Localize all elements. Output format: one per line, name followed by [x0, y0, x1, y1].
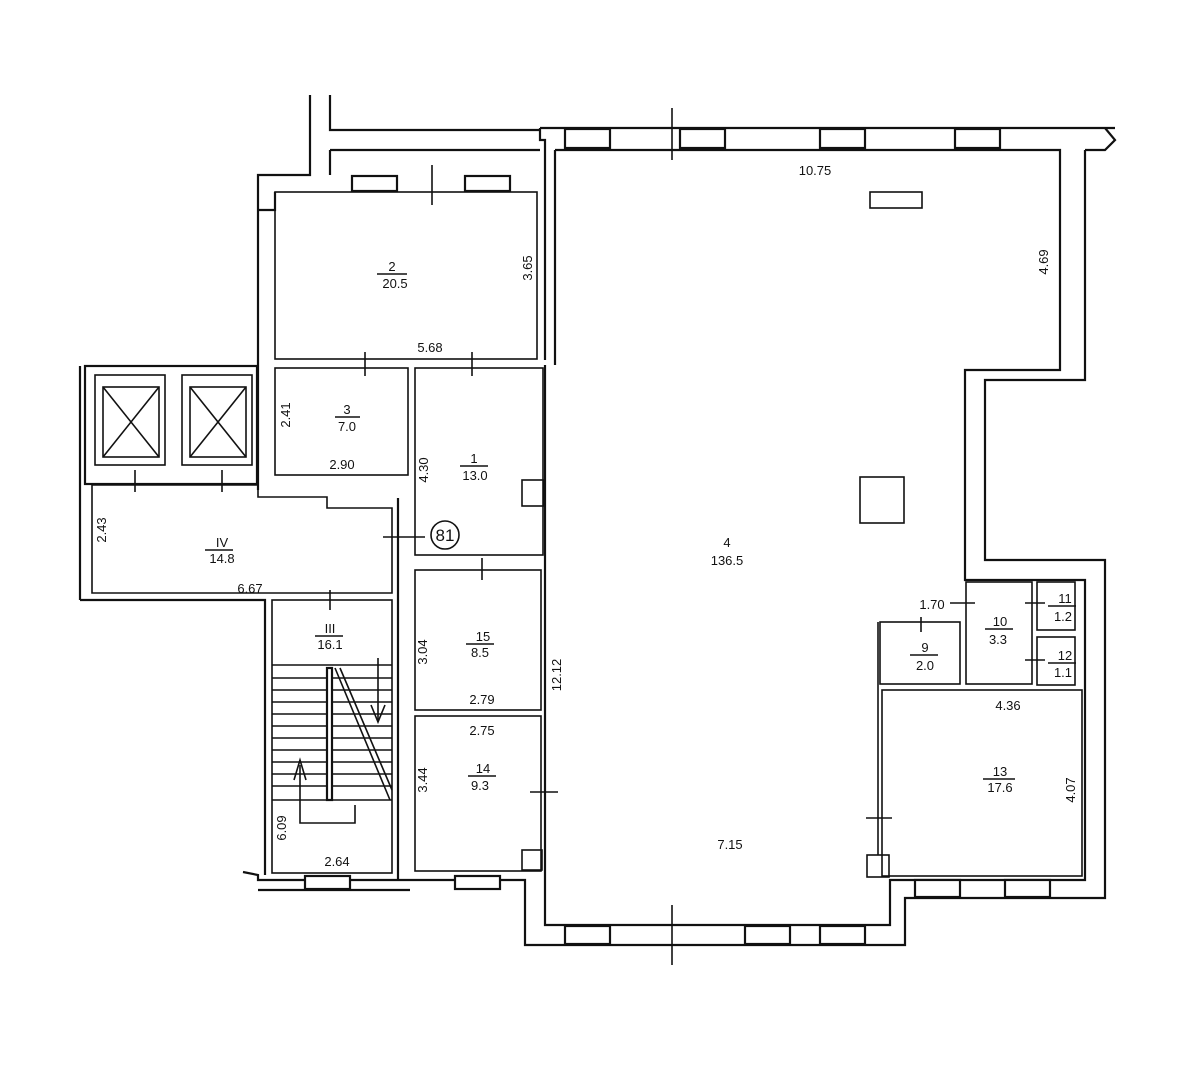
svg-text:5.68: 5.68	[417, 340, 442, 355]
svg-text:7.0: 7.0	[338, 419, 356, 434]
room-label-14: 149.3	[468, 761, 496, 793]
room-label-10: 103.3	[985, 614, 1013, 647]
svg-text:10: 10	[993, 614, 1007, 629]
room-label-9: 92.0	[910, 640, 938, 673]
room-label-3: 37.0	[335, 402, 360, 434]
windows	[303, 127, 1052, 946]
svg-text:1.1: 1.1	[1054, 665, 1072, 680]
svg-text:4: 4	[723, 535, 730, 550]
svg-text:9.3: 9.3	[471, 778, 489, 793]
column	[859, 476, 905, 524]
svg-text:4.07: 4.07	[1063, 777, 1078, 802]
elevator-block	[83, 364, 259, 486]
room-label-2: 220.5	[377, 259, 408, 291]
svg-text:3.3: 3.3	[989, 632, 1007, 647]
elevator-1	[94, 374, 166, 466]
room-label-11: 111.2	[1048, 591, 1076, 624]
svg-text:16.1: 16.1	[317, 637, 342, 652]
svg-text:9: 9	[921, 640, 928, 655]
arrow-down-icon	[370, 704, 386, 725]
arrow-up-icon	[293, 757, 307, 781]
staircase	[272, 658, 393, 824]
room-label-12: 121.1	[1048, 648, 1076, 680]
walls	[78, 95, 1117, 947]
svg-text:3.04: 3.04	[415, 639, 430, 664]
room-3	[274, 367, 409, 476]
svg-text:13.0: 13.0	[462, 468, 487, 483]
svg-text:4.30: 4.30	[416, 457, 431, 482]
room-12	[1036, 636, 1076, 686]
svg-text:6.09: 6.09	[274, 815, 289, 840]
svg-text:17.6: 17.6	[987, 780, 1012, 795]
svg-text:11: 11	[1058, 591, 1072, 606]
svg-text:4.69: 4.69	[1036, 249, 1051, 274]
svg-text:2.43: 2.43	[94, 517, 109, 542]
vent	[869, 191, 923, 209]
room-1	[414, 367, 544, 556]
svg-text:3: 3	[343, 402, 350, 417]
dimension-labels: 10.75 4.69 3.65 5.68 2.41 2.90 4.30 2.43…	[94, 163, 1078, 869]
room-label-4: 4 136.5	[711, 535, 744, 568]
svg-text:10.75: 10.75	[799, 163, 832, 178]
room-III	[271, 599, 393, 874]
svg-text:2: 2	[388, 259, 395, 274]
room-label-15: 158.5	[466, 629, 494, 660]
svg-text:12.12: 12.12	[549, 659, 564, 692]
svg-text:III: III	[325, 621, 336, 636]
svg-text:8.5: 8.5	[471, 645, 489, 660]
svg-text:15: 15	[476, 629, 490, 644]
svg-text:2.90: 2.90	[329, 457, 354, 472]
svg-text:1: 1	[470, 451, 477, 466]
svg-text:14.8: 14.8	[209, 551, 234, 566]
room-10	[965, 581, 1033, 685]
svg-text:12: 12	[1058, 648, 1072, 663]
svg-text:14: 14	[476, 761, 490, 776]
svg-text:1.2: 1.2	[1054, 609, 1072, 624]
svg-text:6.67: 6.67	[237, 581, 262, 596]
svg-text:2.41: 2.41	[278, 402, 293, 427]
room-13	[881, 689, 1083, 877]
room-IV	[91, 484, 393, 594]
room-15	[414, 569, 542, 711]
svg-text:2.64: 2.64	[324, 854, 349, 869]
svg-text:20.5: 20.5	[382, 276, 407, 291]
svg-text:2.79: 2.79	[469, 692, 494, 707]
svg-text:7.15: 7.15	[717, 837, 742, 852]
elevator-2	[181, 374, 253, 466]
svg-text:3.65: 3.65	[520, 255, 535, 280]
marker-label: 81	[436, 526, 455, 545]
svg-text:4.36: 4.36	[995, 698, 1020, 713]
svg-text:1.70: 1.70	[919, 597, 944, 612]
svg-text:2.0: 2.0	[916, 658, 934, 673]
svg-text:2.75: 2.75	[469, 723, 494, 738]
svg-text:3.44: 3.44	[415, 767, 430, 792]
room-14	[414, 715, 542, 872]
room-2	[274, 191, 538, 360]
svg-text:136.5: 136.5	[711, 553, 744, 568]
svg-text:13: 13	[993, 764, 1007, 779]
room-label-1: 113.0	[460, 451, 488, 483]
room-9	[879, 621, 961, 685]
section-marker: 81	[430, 520, 460, 550]
door-marks	[134, 108, 1045, 965]
svg-text:IV: IV	[216, 535, 229, 550]
